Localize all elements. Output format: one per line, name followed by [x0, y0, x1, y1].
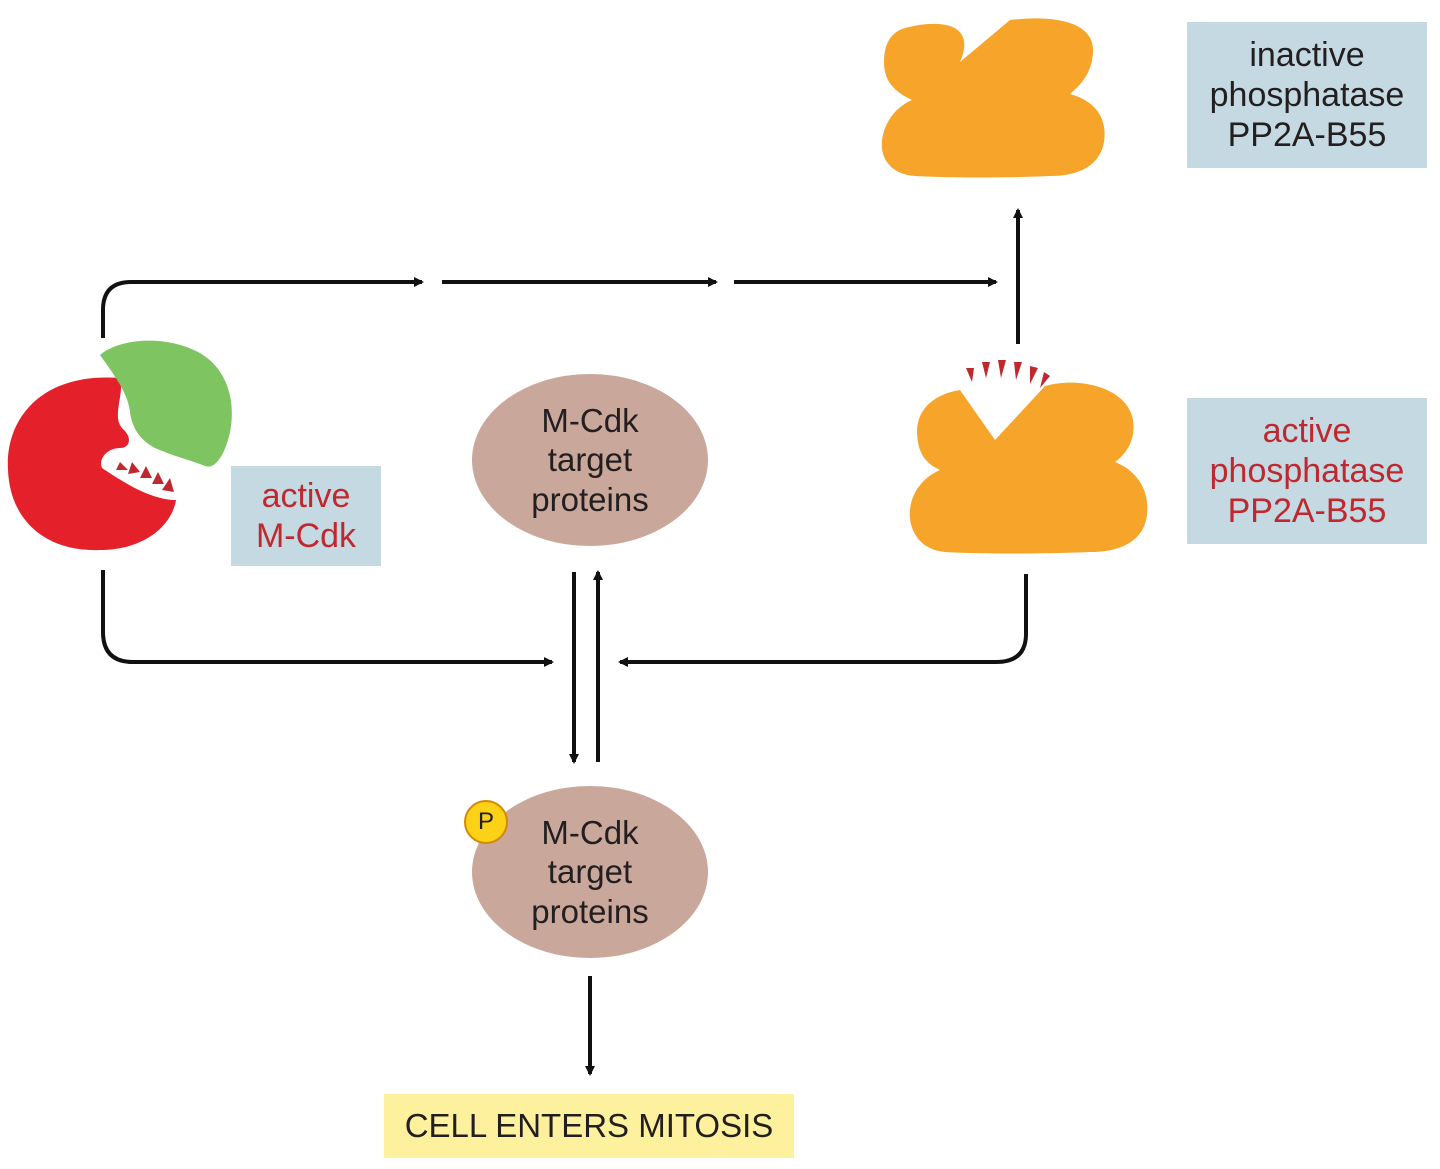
target-proteins-text: M-Cdk target proteins	[478, 390, 702, 530]
target-proteins-line-3: proteins	[531, 480, 649, 518]
phosphate-label: P	[477, 808, 494, 835]
active-mcdk-complex	[7, 340, 232, 551]
target-proteins-line-1: M-Cdk	[541, 401, 639, 439]
active-mcdk-line-2: M-Cdk	[255, 517, 357, 555]
active-mcdk-label: active M-Cdk	[231, 466, 381, 566]
mcdk-activity-marks	[116, 462, 174, 492]
inactive-phosphatase-line-2: phosphatase	[1209, 75, 1405, 114]
phospho-target-proteins-text: M-Cdk target proteins	[478, 802, 702, 942]
active-phosphatase-line-3: PP2A-B55	[1227, 492, 1387, 531]
inactive-phosphatase-shape	[881, 18, 1105, 178]
inactive-phosphatase-line-3: PP2A-B55	[1227, 116, 1387, 155]
phospho-target-proteins-line-3: proteins	[531, 892, 649, 930]
target-proteins-line-2: target	[547, 441, 633, 479]
phospho-target-proteins-line-2: target	[547, 853, 633, 891]
top-path-arrow-1	[101, 277, 424, 338]
active-phosphatase-complex	[909, 360, 1148, 554]
active-phosphatase-line-1: active	[1262, 411, 1352, 450]
active-phosphatase-line-2: phosphatase	[1209, 451, 1405, 490]
active-phosphatase-label: active phosphatase PP2A-B55	[1187, 398, 1427, 544]
phospho-target-proteins-oval	[472, 786, 708, 958]
active-mcdk-line-1: active	[261, 476, 351, 515]
cyclin-subunit	[100, 340, 232, 467]
mcdk-to-reaction-arrow	[101, 570, 554, 667]
target-proteins-oval	[472, 374, 708, 546]
cdk-subunit	[7, 377, 177, 551]
phospho-target-proteins-line-1: M-Cdk	[541, 813, 639, 851]
cell-enters-mitosis-label: CELL ENTERS MITOSIS	[384, 1094, 794, 1158]
inactive-phosphatase-label: inactive phosphatase PP2A-B55	[1187, 22, 1427, 168]
phosphatase-activity-marks	[966, 360, 1050, 388]
phosphate-circle	[464, 800, 508, 844]
inactive-phosphatase-line-1: inactive	[1249, 35, 1365, 74]
phosphatase-to-reaction-arrow	[618, 574, 1028, 667]
active-phosphatase-shape	[909, 382, 1148, 554]
